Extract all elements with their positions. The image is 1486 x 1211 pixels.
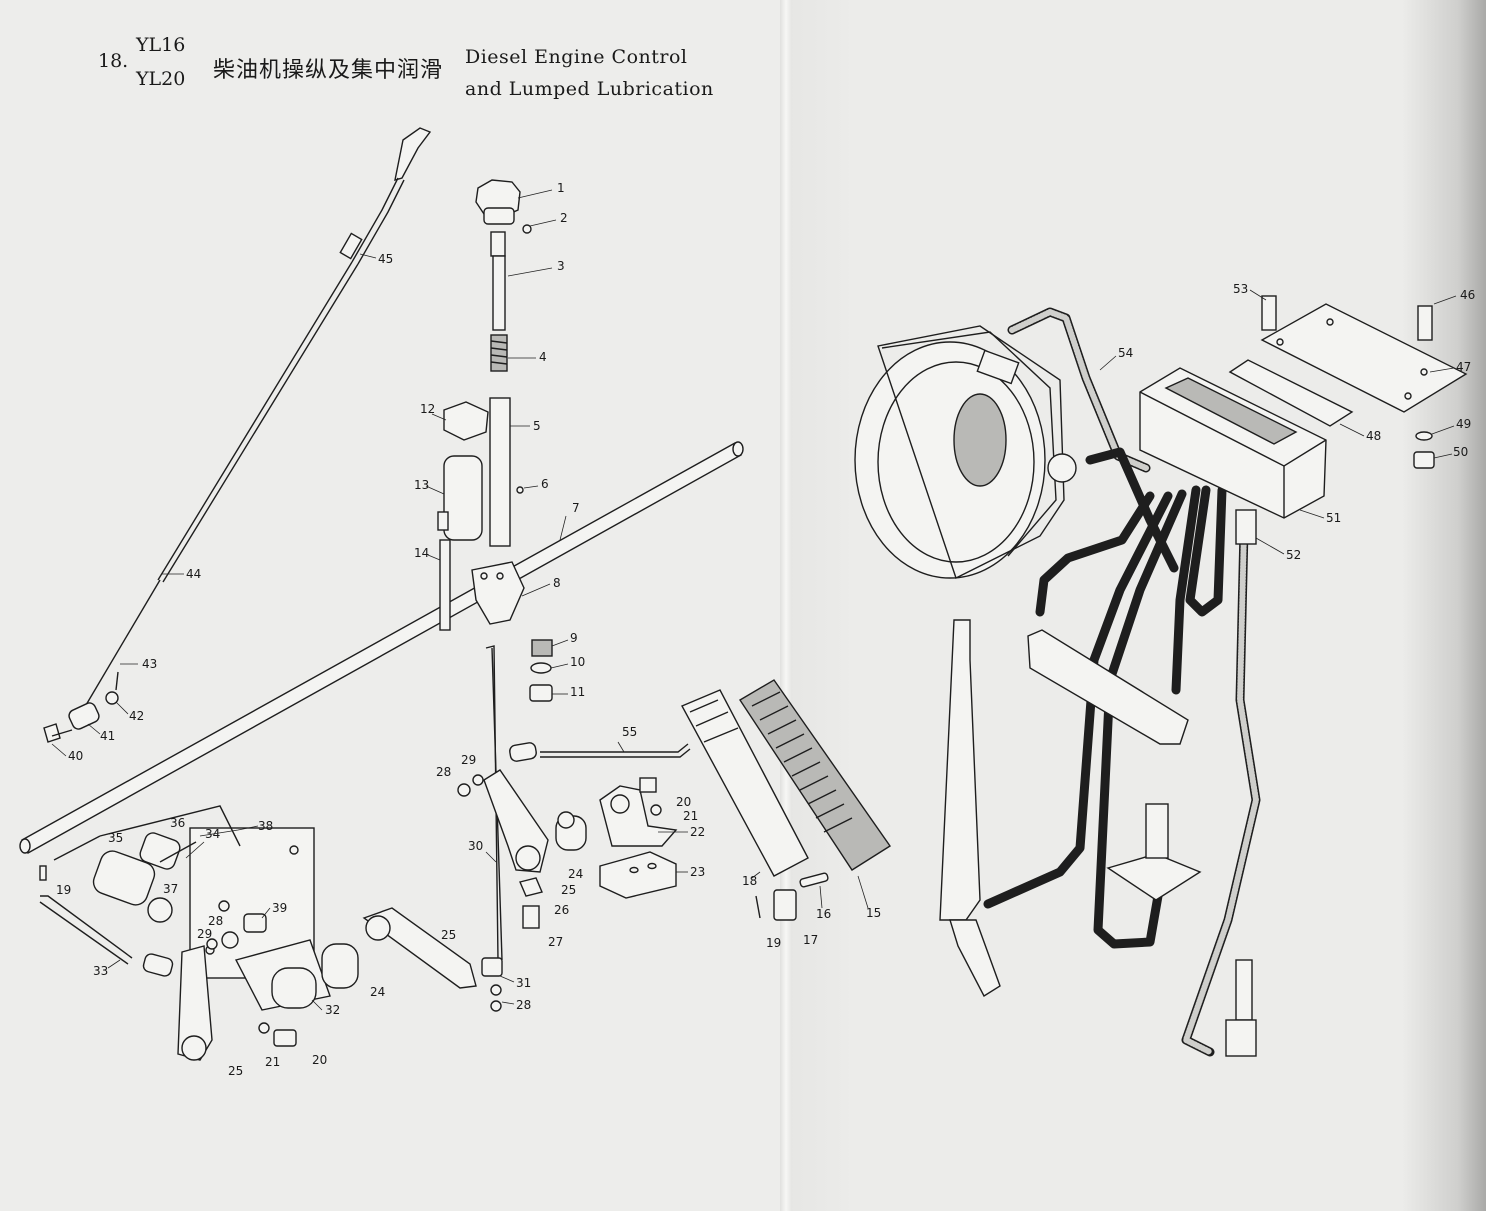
callout-47: 47	[1456, 360, 1471, 374]
callout-2: 2	[560, 211, 568, 225]
diagram-title: 18. YL16 YL20 柴油机操纵及集中润滑 Diesel Engine C…	[0, 0, 786, 120]
control-knob-assembly	[437, 179, 532, 631]
callout-labels: 1 2 3 4 5 6 7 8 9 10 11 12 13 14 44 45 4…	[56, 181, 1475, 1078]
callout-32: 32	[325, 1003, 340, 1017]
callout-3: 3	[557, 259, 565, 273]
cable-end-bolts	[43, 671, 119, 743]
callout-24-left: 24	[370, 985, 385, 999]
callout-28-mid: 28	[436, 765, 451, 779]
clamp-and-fasteners	[471, 561, 553, 702]
callout-13: 13	[414, 478, 429, 492]
callout-14: 14	[414, 546, 429, 560]
callout-25-lever: 25	[441, 928, 456, 942]
callout-29-left: 29	[197, 927, 212, 941]
section-number: 18.	[98, 50, 129, 72]
callout-41: 41	[100, 729, 115, 743]
callout-39: 39	[272, 901, 287, 915]
callout-51: 51	[1326, 511, 1341, 525]
callout-54: 54	[1118, 346, 1133, 360]
callout-19-left: 19	[56, 883, 71, 897]
callout-25-low: 25	[228, 1064, 243, 1078]
control-rod	[509, 742, 691, 762]
lower-right-components	[939, 619, 1257, 1057]
callout-40: 40	[68, 749, 83, 763]
callout-44: 44	[186, 567, 201, 581]
leader-lines	[51, 189, 1457, 1011]
callout-50: 50	[1453, 445, 1468, 459]
cover-plate	[1228, 295, 1468, 545]
callout-38: 38	[258, 819, 273, 833]
callout-43: 43	[142, 657, 157, 671]
callout-45: 45	[378, 252, 393, 266]
callout-29-mid: 29	[461, 753, 476, 767]
title-chinese: 柴油机操纵及集中润滑	[213, 58, 444, 83]
model-name-1: YL16	[136, 34, 186, 56]
title-english-line-1: Diesel Engine Control	[465, 46, 688, 68]
callout-48: 48	[1366, 429, 1381, 443]
lower-lever-assembly	[39, 805, 503, 1061]
callout-17: 17	[803, 933, 818, 947]
accelerator-pedal	[681, 679, 891, 921]
callout-23: 23	[690, 865, 705, 879]
model-name-2: YL20	[136, 68, 186, 90]
callout-49: 49	[1456, 417, 1471, 431]
callout-21-low: 21	[265, 1055, 280, 1069]
callout-21-mid: 21	[683, 809, 698, 823]
callout-25-mid: 25	[561, 883, 576, 897]
pedal-bracket	[599, 777, 678, 899]
callout-31: 31	[516, 976, 531, 990]
callout-5: 5	[533, 419, 541, 433]
callout-52: 52	[1286, 548, 1301, 562]
callout-36: 36	[170, 816, 185, 830]
callout-30: 30	[468, 839, 483, 853]
callout-7: 7	[572, 501, 580, 515]
title-english-line-2: and Lumped Lubrication	[465, 78, 714, 100]
callout-6: 6	[541, 477, 549, 491]
throttle-cable	[85, 127, 432, 706]
callout-19-right: 19	[766, 936, 781, 950]
callout-9: 9	[570, 631, 578, 645]
callout-16: 16	[816, 907, 831, 921]
callout-28-low: 28	[516, 998, 531, 1012]
callout-20-low: 20	[312, 1053, 327, 1067]
callout-8: 8	[553, 576, 561, 590]
callout-18: 18	[742, 874, 757, 888]
callout-1: 1	[557, 181, 565, 195]
callout-53: 53	[1233, 282, 1248, 296]
middle-lever-group	[457, 769, 587, 929]
callout-42: 42	[129, 709, 144, 723]
distributor-block	[1139, 367, 1327, 519]
callout-24-mid: 24	[568, 867, 583, 881]
flywheel-housing	[854, 325, 1077, 579]
callout-11: 11	[570, 685, 585, 699]
callout-26: 26	[554, 903, 569, 917]
callout-28-left: 28	[208, 914, 223, 928]
callout-4: 4	[539, 350, 547, 364]
lubrication-tubes	[983, 307, 1261, 1057]
callout-37: 37	[163, 882, 178, 896]
callout-35: 35	[108, 831, 123, 845]
callout-46: 46	[1460, 288, 1475, 302]
callout-15: 15	[866, 906, 881, 920]
callout-22: 22	[690, 825, 705, 839]
callout-12: 12	[420, 402, 435, 416]
callout-33: 33	[93, 964, 108, 978]
callout-27: 27	[548, 935, 563, 949]
callout-20-mid: 20	[676, 795, 691, 809]
callout-10: 10	[570, 655, 585, 669]
callout-55: 55	[622, 725, 637, 739]
